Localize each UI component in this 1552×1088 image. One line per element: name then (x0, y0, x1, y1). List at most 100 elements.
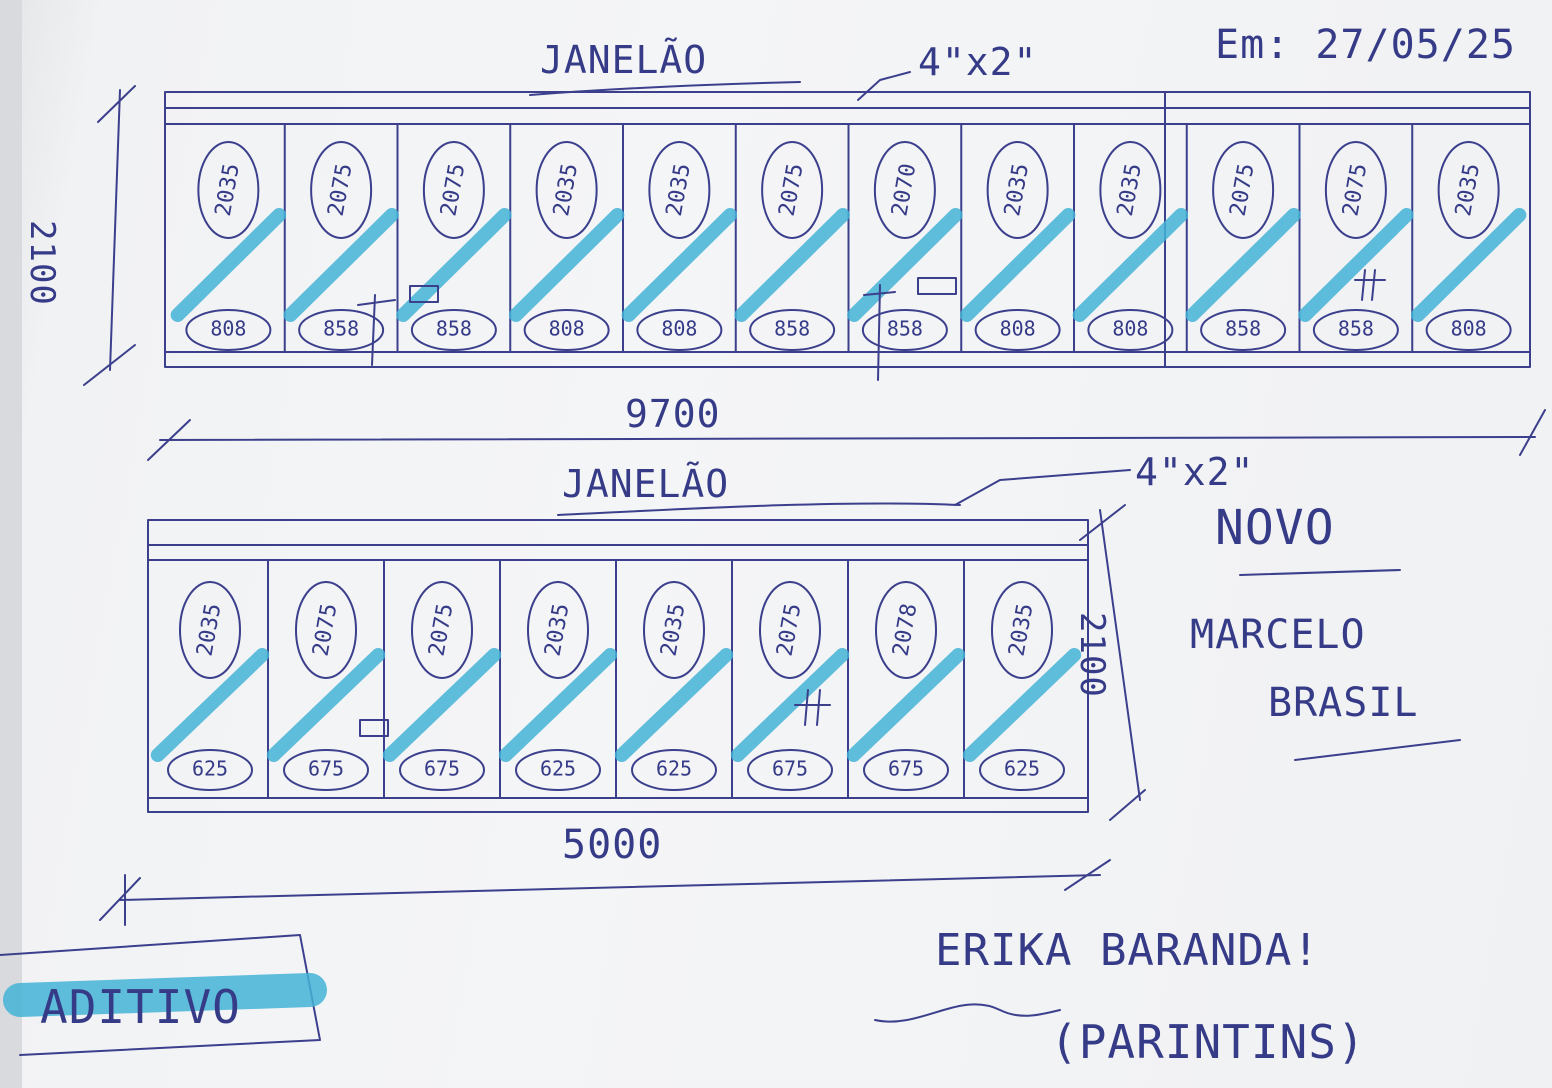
top-bottom-code: 808 (523, 309, 610, 351)
svg-text:2035: 2035 (1005, 602, 1039, 659)
svg-text:625: 625 (656, 757, 692, 781)
svg-text:808: 808 (210, 317, 246, 341)
svg-text:2035: 2035 (657, 602, 691, 659)
top-top-code: 2075 (761, 141, 824, 239)
top-highlight-stroke (734, 208, 850, 322)
svg-text:2035: 2035 (549, 162, 583, 219)
top-top-code: 2075 (1212, 141, 1275, 239)
svg-text:675: 675 (772, 757, 808, 781)
top-top-code: 2075 (310, 141, 373, 239)
svg-text:2075: 2075 (324, 162, 358, 219)
bottom-top-code: 2078 (875, 581, 937, 679)
svg-text:808: 808 (549, 317, 585, 341)
top-top-code: 2035 (1437, 141, 1500, 239)
top-highlight-stroke (959, 208, 1076, 322)
bottom-top-code: 2075 (295, 581, 357, 679)
top-bottom-code: 858 (1200, 309, 1287, 351)
bottom-highlight-stroke (962, 648, 1082, 762)
svg-text:808: 808 (1451, 317, 1487, 341)
bottom-markers (359, 689, 831, 737)
bottom-panel-dividers (267, 559, 965, 799)
bottom-top-code: 2035 (643, 581, 705, 679)
svg-text:675: 675 (888, 757, 924, 781)
svg-text:2075: 2075 (775, 162, 809, 219)
top-bottom-code: 808 (185, 309, 272, 351)
bottom-height-dimension (1079, 504, 1146, 821)
svg-text:2078: 2078 (889, 602, 923, 659)
svg-text:625: 625 (192, 757, 228, 781)
svg-text:625: 625 (1004, 757, 1040, 781)
svg-text:858: 858 (1338, 317, 1374, 341)
top-bottom-code: 858 (861, 309, 948, 351)
svg-text:2075: 2075 (1226, 162, 1260, 219)
top-top-code: 2035 (535, 141, 598, 239)
svg-text:675: 675 (308, 757, 344, 781)
top-highlight-stroke (508, 208, 625, 322)
erika-note: ERIKA BARANDA! (935, 925, 1320, 976)
bottom-bottom-code: 625 (515, 749, 601, 791)
bottom-highlight-stroke (498, 648, 618, 762)
svg-text:2075: 2075 (425, 602, 459, 659)
bottom-bottom-code: 625 (167, 749, 253, 791)
svg-text:2035: 2035 (662, 162, 696, 219)
bottom-window-frame (147, 519, 1089, 813)
svg-text:858: 858 (323, 317, 359, 341)
svg-text:808: 808 (661, 317, 697, 341)
top-highlight-stroke (396, 208, 512, 322)
client-surname: BRASIL (1268, 680, 1419, 726)
svg-text:858: 858 (774, 317, 810, 341)
top-highlight-stroke (1410, 208, 1527, 322)
svg-text:858: 858 (1225, 317, 1261, 341)
bottom-highlight-stroke (266, 648, 386, 762)
bottom-height-label: 2100 (1072, 612, 1112, 698)
parintins-note: (PARINTINS) (1050, 1015, 1366, 1069)
svg-text:2075: 2075 (1338, 162, 1372, 219)
svg-text:2075: 2075 (773, 602, 807, 659)
top-highlight-stroke (1072, 208, 1189, 322)
bottom-title: JANELÃO (562, 462, 730, 506)
date-label: Em: 27/05/25 (1215, 22, 1516, 68)
bottom-title-underline (557, 469, 1131, 516)
bottom-bottom-code: 675 (399, 749, 485, 791)
top-top-code: 2075 (422, 141, 485, 239)
top-bottom-code: 808 (1087, 309, 1174, 351)
bottom-highlight-stroke (846, 648, 966, 762)
client-name: MARCELO (1190, 612, 1366, 658)
top-highlight-stroke (1298, 208, 1414, 322)
top-highlight-stroke (621, 208, 738, 322)
bottom-bottom-code: 675 (283, 749, 369, 791)
svg-text:858: 858 (436, 317, 472, 341)
top-height-label: 2100 (22, 220, 62, 306)
svg-text:2035: 2035 (1000, 162, 1034, 219)
top-bottom-code: 808 (1425, 309, 1512, 351)
paper-edge (0, 0, 22, 1088)
aditivo-note: ADITIVO (40, 980, 241, 1034)
svg-text:858: 858 (887, 317, 923, 341)
bottom-bottom-code: 675 (747, 749, 833, 791)
bottom-width-dimension (99, 859, 1111, 926)
top-highlighter-strokes (170, 208, 1527, 322)
bottom-highlight-stroke (382, 648, 502, 762)
top-width-label: 9700 (625, 392, 721, 436)
bottom-bottom-code: 625 (631, 749, 717, 791)
top-bottom-code: 858 (298, 309, 385, 351)
top-highlight-stroke (283, 208, 399, 322)
top-bottom-code: 858 (410, 309, 497, 351)
aditivo-highlight (3, 973, 327, 1017)
svg-text:2035: 2035 (211, 162, 245, 219)
svg-text:2075: 2075 (309, 602, 343, 659)
svg-text:2070: 2070 (887, 162, 921, 219)
top-top-code: 2035 (986, 141, 1049, 239)
bottom-top-code: 2035 (179, 581, 241, 679)
svg-text:2035: 2035 (193, 602, 227, 659)
svg-text:2035: 2035 (541, 602, 575, 659)
bottom-top-code: 2035 (527, 581, 589, 679)
svg-text:2075: 2075 (436, 162, 470, 219)
bottom-tube-size: 4"x2" (1135, 450, 1255, 494)
top-bottom-code: 858 (1312, 309, 1399, 351)
code-ovals: 2035 808 2075 858 2075 858 2035 808 2035 808 2075 8… (167, 141, 1512, 791)
top-highlight-stroke (1185, 208, 1301, 322)
top-height-dimension (83, 85, 136, 386)
svg-text:2035: 2035 (1113, 162, 1147, 219)
